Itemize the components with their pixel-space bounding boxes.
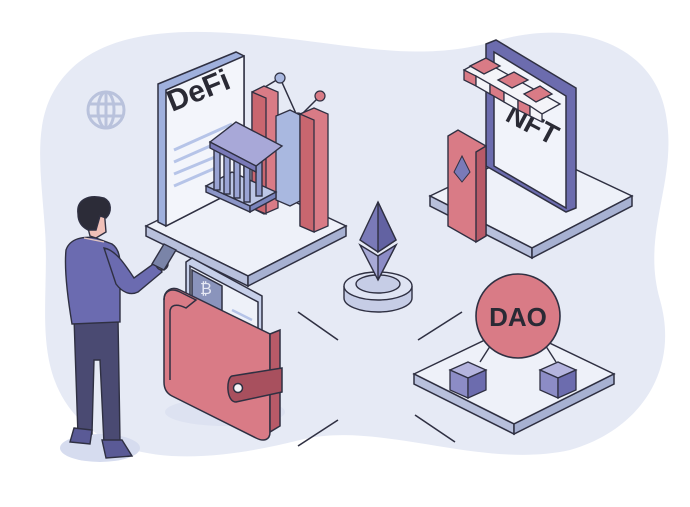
person-figure <box>60 196 177 462</box>
ethereum-icon <box>358 200 398 282</box>
dao-label: DAO <box>489 302 547 332</box>
ethereum-icon <box>453 154 471 183</box>
cube-icon <box>538 361 578 400</box>
phone-icon <box>151 243 177 271</box>
nft-card <box>447 129 487 244</box>
globe-icon <box>86 90 126 130</box>
storefront-icon: NFT <box>462 39 577 213</box>
dao-node: DAO <box>475 273 561 359</box>
cube-icon <box>448 361 488 400</box>
ethereum-pedestal <box>343 271 413 313</box>
bitcoin-icon: ₿ <box>200 279 212 298</box>
dao-platform <box>412 325 616 436</box>
wallet-icon <box>163 257 285 441</box>
bank-icon <box>204 121 284 214</box>
connector-lines <box>297 311 463 447</box>
